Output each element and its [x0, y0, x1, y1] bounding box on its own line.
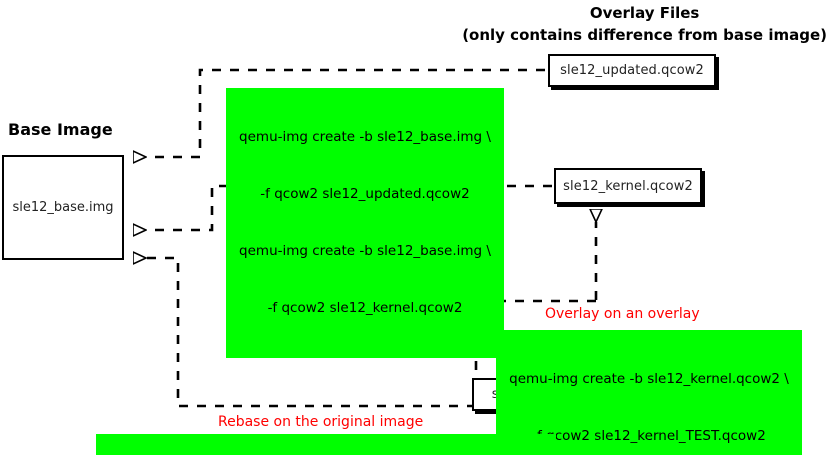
overlay-node-updated[interactable]: sle12_updated.qcow2	[548, 54, 716, 87]
command-create-kernel-test-line1: qemu-img create -b sle12_kernel.qcow2 \	[509, 371, 789, 387]
overlay-files-title-line1: Overlay Files	[589, 4, 700, 22]
command-rebase: qemu-img rebase -b sle12_base.img sle12_…	[96, 434, 556, 455]
overlay-node-updated-label: sle12_updated.qcow2	[560, 63, 704, 78]
command-create-updated-line2: -f qcow2 sle12_updated.qcow2	[260, 186, 470, 202]
command-create-kernel: qemu-img create -b sle12_base.img \ -f q…	[226, 202, 504, 358]
base-image-box[interactable]: sle12_base.img	[2, 155, 124, 260]
command-create-kernel-line1: qemu-img create -b sle12_base.img \	[239, 243, 491, 259]
overlay-node-kernel-label: sle12_kernel.qcow2	[563, 178, 693, 194]
overlay-node-kernel[interactable]: sle12_kernel.qcow2	[554, 168, 702, 204]
command-create-kernel-line2: -f qcow2 sle12_kernel.qcow2	[267, 300, 463, 316]
annotation-overlay-on-overlay: Overlay on an overlay	[545, 306, 700, 322]
base-image-heading: Base Image	[8, 120, 113, 139]
base-image-label: sle12_base.img	[12, 200, 114, 215]
annotation-rebase-original: Rebase on the original image	[218, 414, 424, 430]
overlay-files-title: Overlay Files (only contains difference …	[462, 2, 827, 46]
overlay-files-title-line2: (only contains difference from base imag…	[462, 26, 827, 44]
command-create-updated-line1: qemu-img create -b sle12_base.img \	[239, 129, 491, 145]
